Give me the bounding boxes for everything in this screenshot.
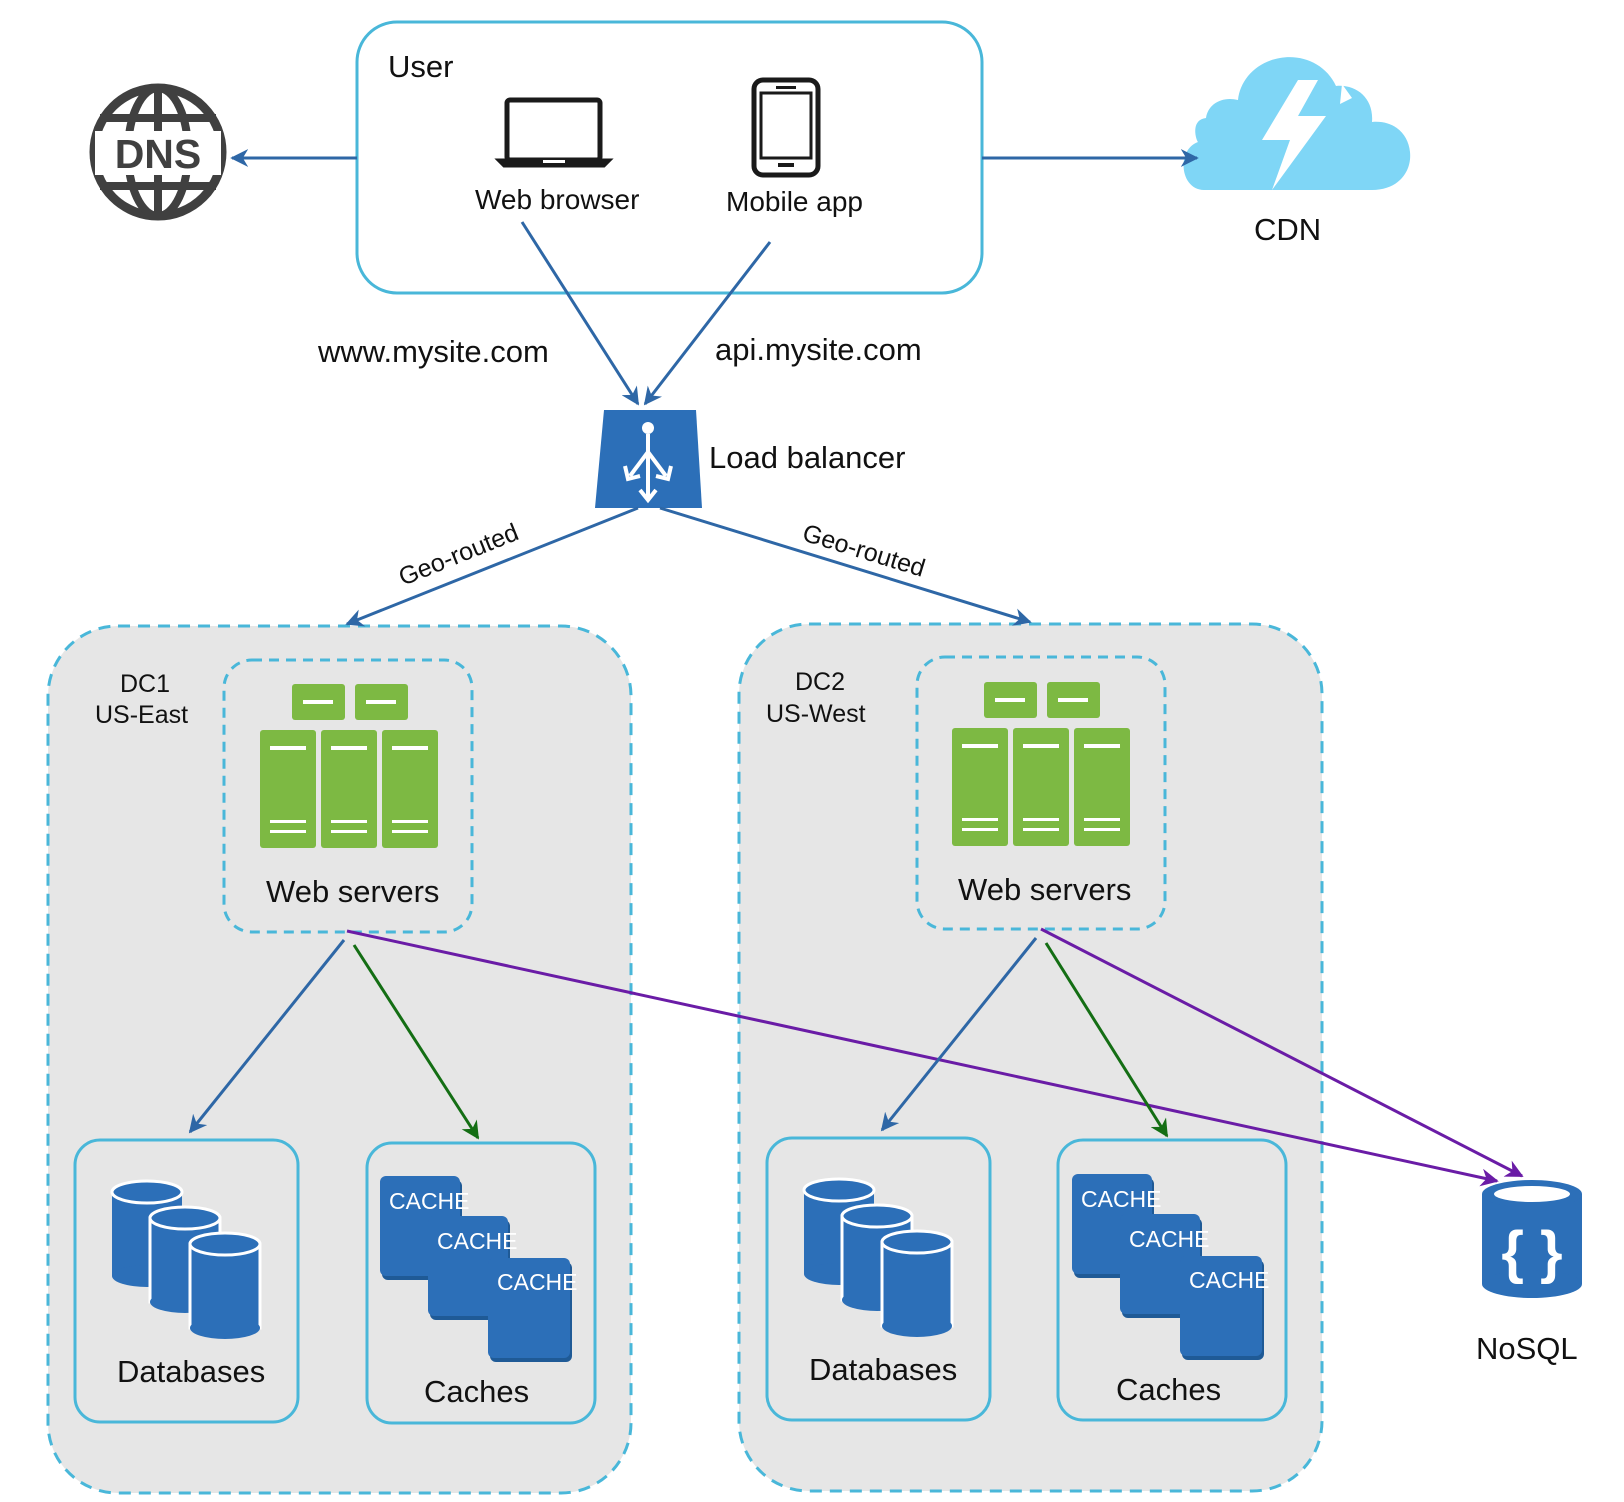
dns-globe-icon: DNS <box>89 83 227 221</box>
web-domain-label: www.mysite.com <box>317 334 549 369</box>
dc1-databases-label: Databases <box>117 1354 265 1389</box>
mobile-app-label: Mobile app <box>726 186 863 217</box>
dc2-web-servers-box <box>915 655 1167 931</box>
cdn-cloud-icon <box>1183 57 1411 190</box>
dc2-cache-label-3: CACHE <box>1189 1267 1270 1293</box>
dc2-name: DC2 <box>795 668 845 696</box>
arrow-dc2-web-to-cache <box>1044 942 1169 1138</box>
dc2-cache-stack-icon: CACHE CACHE CACHE <box>1072 1174 1270 1360</box>
dc1-cache-label-2: CACHE <box>437 1228 518 1254</box>
dc2-region: US-West <box>766 700 866 728</box>
user-title: User <box>388 49 453 84</box>
laptop-icon <box>494 97 614 168</box>
dc1-databases-box <box>73 1138 300 1424</box>
dc2-databases-box <box>765 1136 992 1422</box>
cdn-label: CDN <box>1254 212 1321 247</box>
dc1-name: DC1 <box>120 670 170 698</box>
arrow-dc1-web-to-nosql <box>346 929 1499 1187</box>
dc1-cache-label-3: CACHE <box>497 1269 578 1295</box>
load-balancer-icon <box>595 410 702 508</box>
mobile-phone-icon <box>751 77 821 178</box>
arrow-dc2-web-to-nosql <box>1040 927 1524 1178</box>
arrow-lb-to-dc1 <box>345 506 639 627</box>
nosql-database-icon: { } <box>1482 1180 1582 1298</box>
arrow-mobile-to-lb <box>643 241 772 406</box>
load-balancer-label: Load balancer <box>709 440 906 475</box>
dc1-web-servers-label: Web servers <box>266 874 439 909</box>
nosql-label: NoSQL <box>1476 1331 1578 1366</box>
dc2-cache-label-1: CACHE <box>1081 1186 1162 1212</box>
dc1-cache-stack-icon: CACHE CACHE CACHE <box>380 1176 578 1362</box>
dc1-web-servers-box <box>222 658 474 934</box>
dc1-region: US-East <box>95 701 188 729</box>
web-browser-label: Web browser <box>475 184 639 215</box>
dc1-caches-label: Caches <box>424 1374 529 1409</box>
dc2-cache-label-2: CACHE <box>1129 1226 1210 1252</box>
arrow-dc1-web-to-cache <box>352 944 480 1140</box>
dns-label: DNS <box>115 131 202 177</box>
api-domain-label: api.mysite.com <box>715 332 922 367</box>
dc2-web-servers-label: Web servers <box>958 872 1131 907</box>
arrow-dc2-web-to-db <box>880 937 1038 1132</box>
arrow-browser-to-lb <box>520 221 640 406</box>
dc1-caches-box <box>365 1141 597 1425</box>
arrow-lb-to-dc2 <box>659 506 1032 626</box>
geo-routed-right-label: Geo-routed <box>799 519 928 583</box>
dc2-databases-label: Databases <box>809 1352 957 1387</box>
svg-text:{ }: { } <box>1501 1220 1562 1285</box>
dc1-cache-label-1: CACHE <box>389 1188 470 1214</box>
arrow-dc1-web-to-db <box>188 939 346 1134</box>
dc2-caches-label: Caches <box>1116 1372 1221 1407</box>
dc2-caches-box <box>1056 1138 1288 1422</box>
